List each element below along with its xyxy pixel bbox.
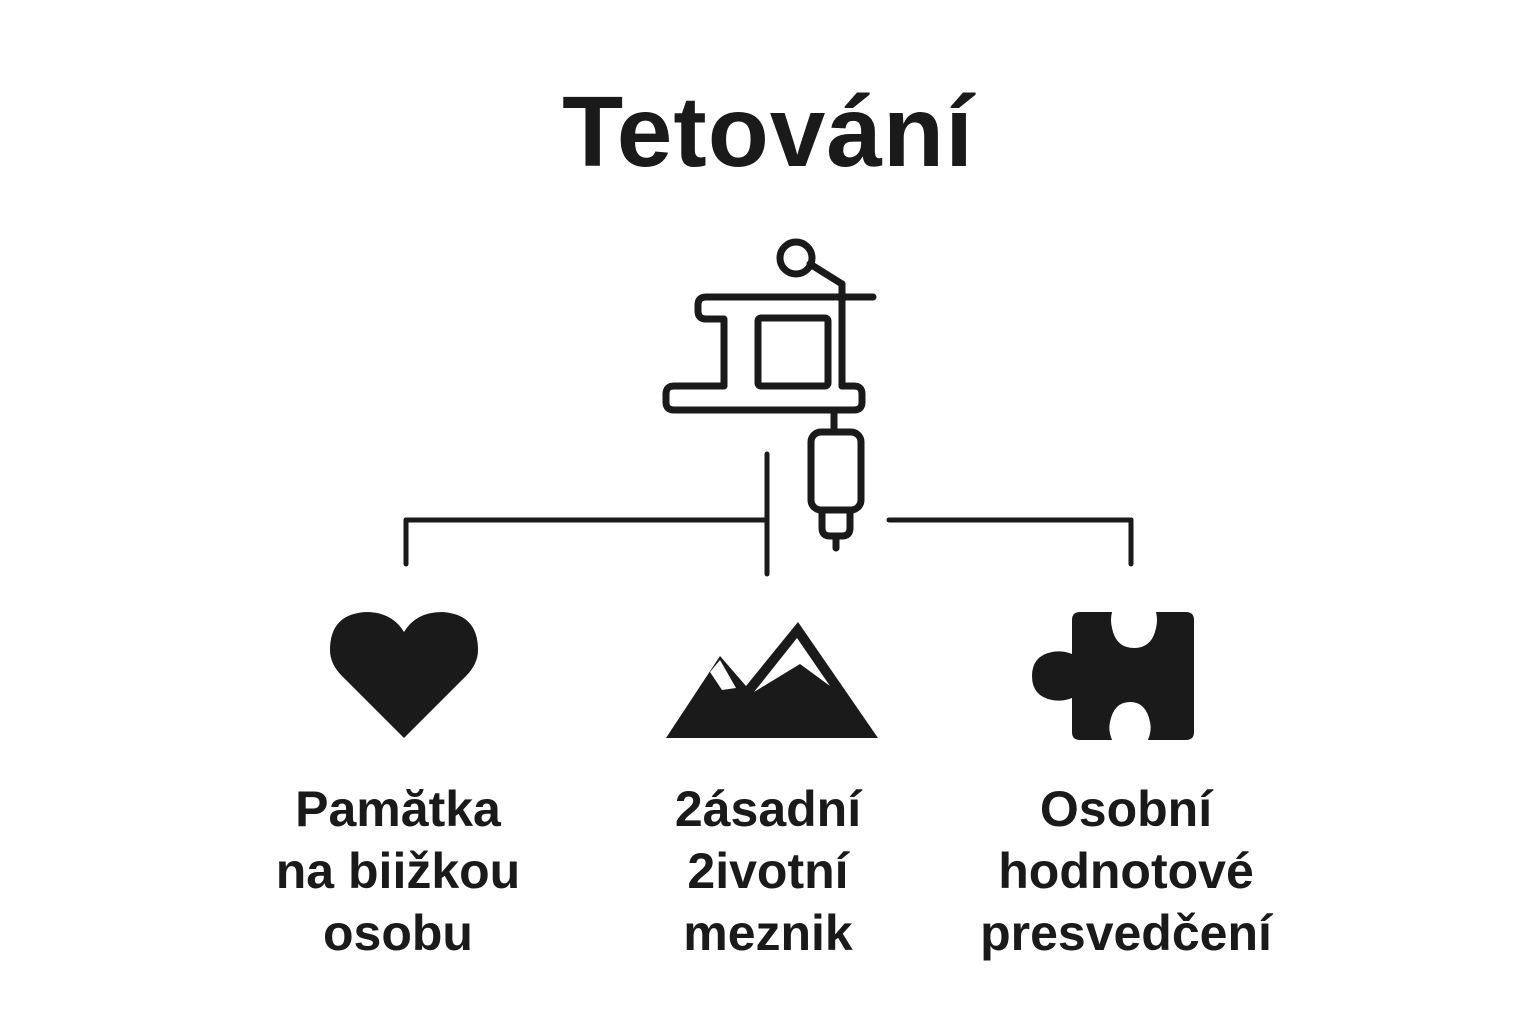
tattoo-machine-icon <box>662 238 877 552</box>
label-line: Pamătka <box>295 781 501 837</box>
mountain-icon <box>666 622 878 738</box>
label-values: Osobní hodnotové presvedčení <box>916 778 1336 964</box>
connector-lines <box>403 451 1134 577</box>
label-line: osobu <box>323 905 473 961</box>
page-title: Tetování <box>562 76 974 188</box>
label-milestone: 2ásadní 2ivotní meznik <box>558 778 978 964</box>
label-line: 2ásadní <box>674 781 862 837</box>
label-line: meznik <box>683 905 853 961</box>
heart-icon <box>330 612 478 738</box>
label-keepsake: Pamătka na biižkou osobu <box>188 778 608 964</box>
label-line: presvedčení <box>980 905 1272 961</box>
label-line: 2ivotní <box>687 843 849 899</box>
puzzle-piece-icon <box>1032 612 1194 740</box>
label-line: hodnotové <box>998 843 1254 899</box>
label-line: na biižkou <box>275 843 521 899</box>
label-line: Osobní <box>1039 781 1213 837</box>
